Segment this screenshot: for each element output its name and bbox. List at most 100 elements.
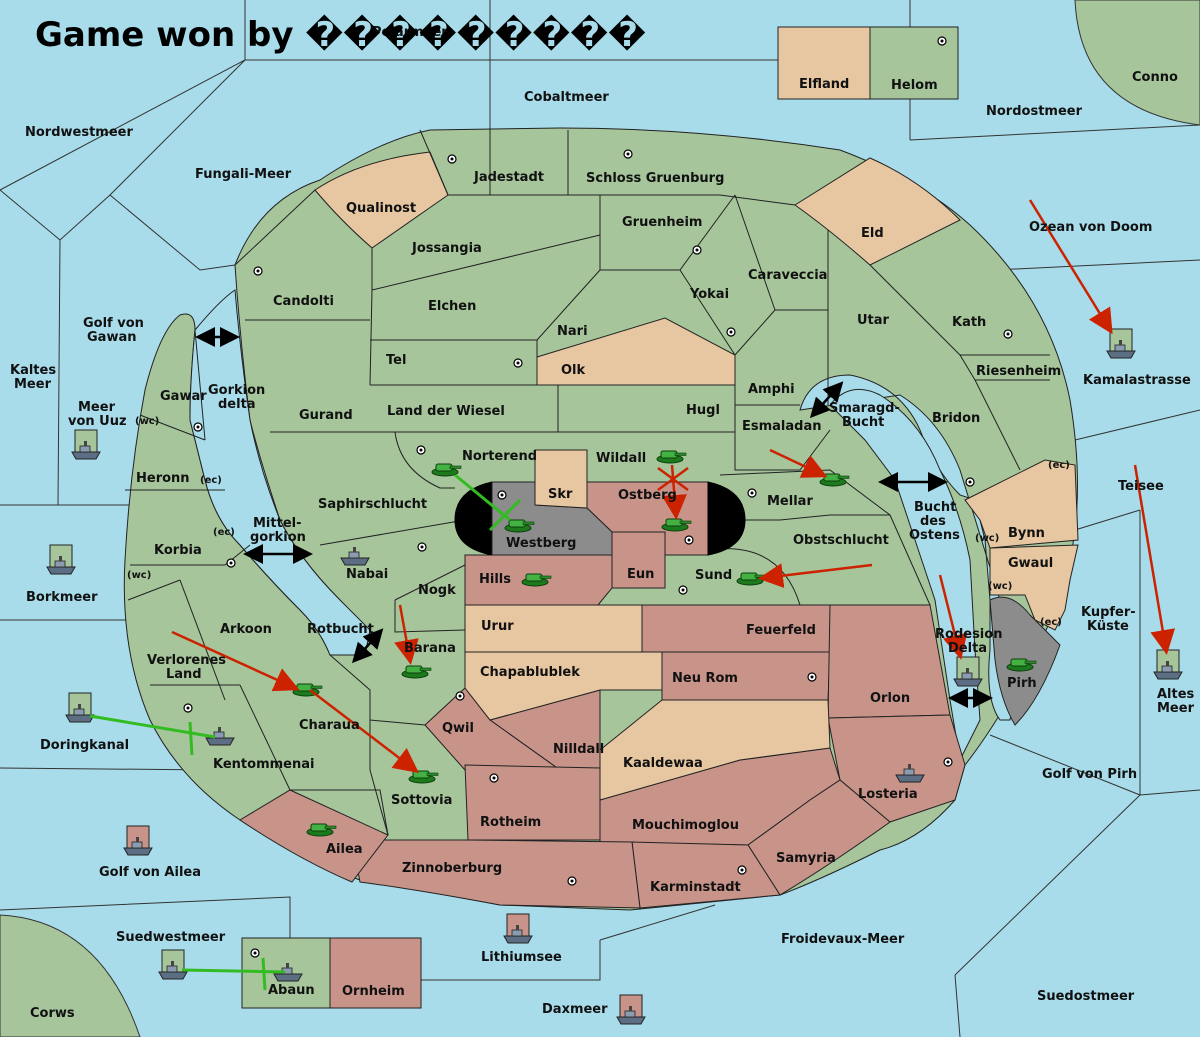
- label-skr: Skr: [548, 487, 573, 502]
- sea-froidevaux-meer: Froidevaux-Meer: [781, 932, 905, 947]
- label-amphi: Amphi: [748, 382, 795, 397]
- label-obstschlucht: Obstschlucht: [793, 533, 889, 548]
- label-wildall: Wildall: [596, 451, 646, 466]
- label-korbia: Korbia: [154, 543, 202, 558]
- sea-rotbucht: Rotbucht: [307, 622, 374, 637]
- terr-kaaldewaa[interactable]: [599, 699, 831, 801]
- label-mellar: Mellar: [767, 494, 813, 509]
- sea-borkmeer: Borkmeer: [26, 590, 98, 605]
- army-icon: [431, 463, 462, 477]
- label-urur: Urur: [481, 619, 514, 634]
- label-ailea: Ailea: [326, 842, 363, 857]
- fleet-tile-daxmeer: [616, 994, 646, 1025]
- label-esmaladan: Esmaladan: [742, 419, 822, 434]
- label-chapablublek: Chapablublek: [480, 665, 580, 680]
- label-samyria: Samyria: [776, 851, 836, 866]
- coast-tag-gwaul-ec: (ec): [1040, 617, 1062, 628]
- army-icon: [504, 519, 535, 533]
- units: [46, 328, 1183, 1025]
- terr-chapablublek[interactable]: [464, 651, 663, 721]
- label-jadestadt: Jadestadt: [473, 170, 544, 185]
- gorkion-inner-sea: [189, 289, 371, 656]
- fleet-tile-lithiumsee: [503, 913, 533, 944]
- fleet-tile-rodesion: [953, 656, 983, 687]
- terr-eld[interactable]: [794, 157, 961, 266]
- label-bynn: Bynn: [1008, 526, 1045, 541]
- label-zinnoberburg: Zinnoberburg: [402, 861, 502, 876]
- label-gawar: Gawar: [160, 389, 207, 404]
- territory-labels: Elfland Helom Jadestadt Schloss Gruenbur…: [127, 77, 1070, 999]
- sea-suedwestmeer: Suedwestmeer: [116, 930, 226, 945]
- label-utar: Utar: [857, 313, 890, 328]
- sea-smaragd-bucht: Smaragd-Bucht: [829, 401, 900, 430]
- label-ornheim: Ornheim: [342, 984, 405, 999]
- sea-polarmeer: Polarmeer: [372, 25, 448, 40]
- label-bridon: Bridon: [932, 411, 980, 426]
- label-kaaldewaa: Kaaldewaa: [623, 756, 703, 771]
- label-mouchimoglou: Mouchimoglou: [632, 818, 739, 833]
- label-jossangia: Jossangia: [411, 241, 482, 256]
- sea-nordwestmeer: Nordwestmeer: [25, 125, 133, 140]
- fleet-tile-kamalastrasse: [1106, 328, 1136, 359]
- label-gwaul: Gwaul: [1008, 556, 1053, 571]
- label-elchen: Elchen: [428, 299, 476, 314]
- sea-nordostmeer: Nordostmeer: [986, 104, 1083, 119]
- terr-samyria[interactable]: [747, 779, 891, 896]
- sea-teisee: Teisee: [1118, 479, 1164, 494]
- label-losteria: Losteria: [858, 787, 918, 802]
- label-neu-rom: Neu Rom: [672, 671, 738, 686]
- label-kath: Kath: [952, 315, 986, 330]
- sea-kamalastrasse: Kamalastrasse: [1083, 373, 1191, 388]
- fleet-tile-altes-meer: [1153, 649, 1183, 680]
- label-saphirschlucht: Saphirschlucht: [318, 497, 427, 512]
- label-barana: Barana: [404, 641, 456, 656]
- label-hills: Hills: [479, 572, 511, 587]
- label-candolti: Candolti: [273, 294, 334, 309]
- sea-conno: Conno: [1132, 70, 1178, 85]
- army-icon: [1006, 658, 1037, 672]
- label-pirh: Pirh: [1007, 676, 1037, 691]
- terr-bynn[interactable]: [964, 459, 1079, 549]
- coast-tag-heronn-ec: (ec): [200, 475, 222, 486]
- fleet-tile-borkmeer: [46, 544, 76, 575]
- sea-lithiumsee: Lithiumsee: [481, 950, 562, 965]
- label-feuerfeld: Feuerfeld: [746, 623, 816, 638]
- label-olk: Olk: [561, 363, 586, 378]
- sea-labels: Polarmeer Cobaltmeer Nordwestmeer Nordos…: [10, 25, 1195, 1021]
- label-kentommenai: Kentommenai: [213, 757, 314, 772]
- conno-land: [1074, 0, 1200, 126]
- terr-skr[interactable]: [534, 449, 588, 509]
- label-yokai: Yokai: [689, 287, 729, 302]
- sea-golf-von-pirh: Golf von Pirh: [1042, 767, 1137, 782]
- label-orlon: Orlon: [870, 691, 910, 706]
- label-sottovia: Sottovia: [391, 793, 452, 808]
- army-icon: [656, 450, 687, 464]
- label-rotheim: Rotheim: [480, 815, 541, 830]
- army-icon: [292, 683, 323, 697]
- coast-tag-gawar-wc: (wc): [135, 416, 159, 427]
- corws-land: [0, 914, 141, 1037]
- fleet-tile-golf-von-ailea: [123, 825, 153, 856]
- label-gruenheim: Gruenheim: [622, 215, 702, 230]
- label-tel: Tel: [386, 353, 406, 368]
- terr-ornheim[interactable]: [329, 937, 422, 1009]
- sea-golf-von-ailea: Golf von Ailea: [99, 865, 201, 880]
- label-elfland: Elfland: [799, 77, 849, 92]
- label-norterend: Norterend: [462, 449, 537, 464]
- army-icon: [736, 572, 767, 586]
- label-schloss-gruenburg: Schloss Gruenburg: [586, 171, 724, 186]
- impassable-east: [707, 481, 746, 556]
- terr-zinnoberburg[interactable]: [351, 839, 641, 909]
- label-eun: Eun: [627, 567, 654, 582]
- army-icon: [819, 473, 850, 487]
- sea-ozean-von-doom: Ozean von Doom: [1029, 220, 1152, 235]
- label-land-der-wiesel: Land der Wiesel: [387, 404, 505, 419]
- terr-gwaul[interactable]: [989, 544, 1079, 631]
